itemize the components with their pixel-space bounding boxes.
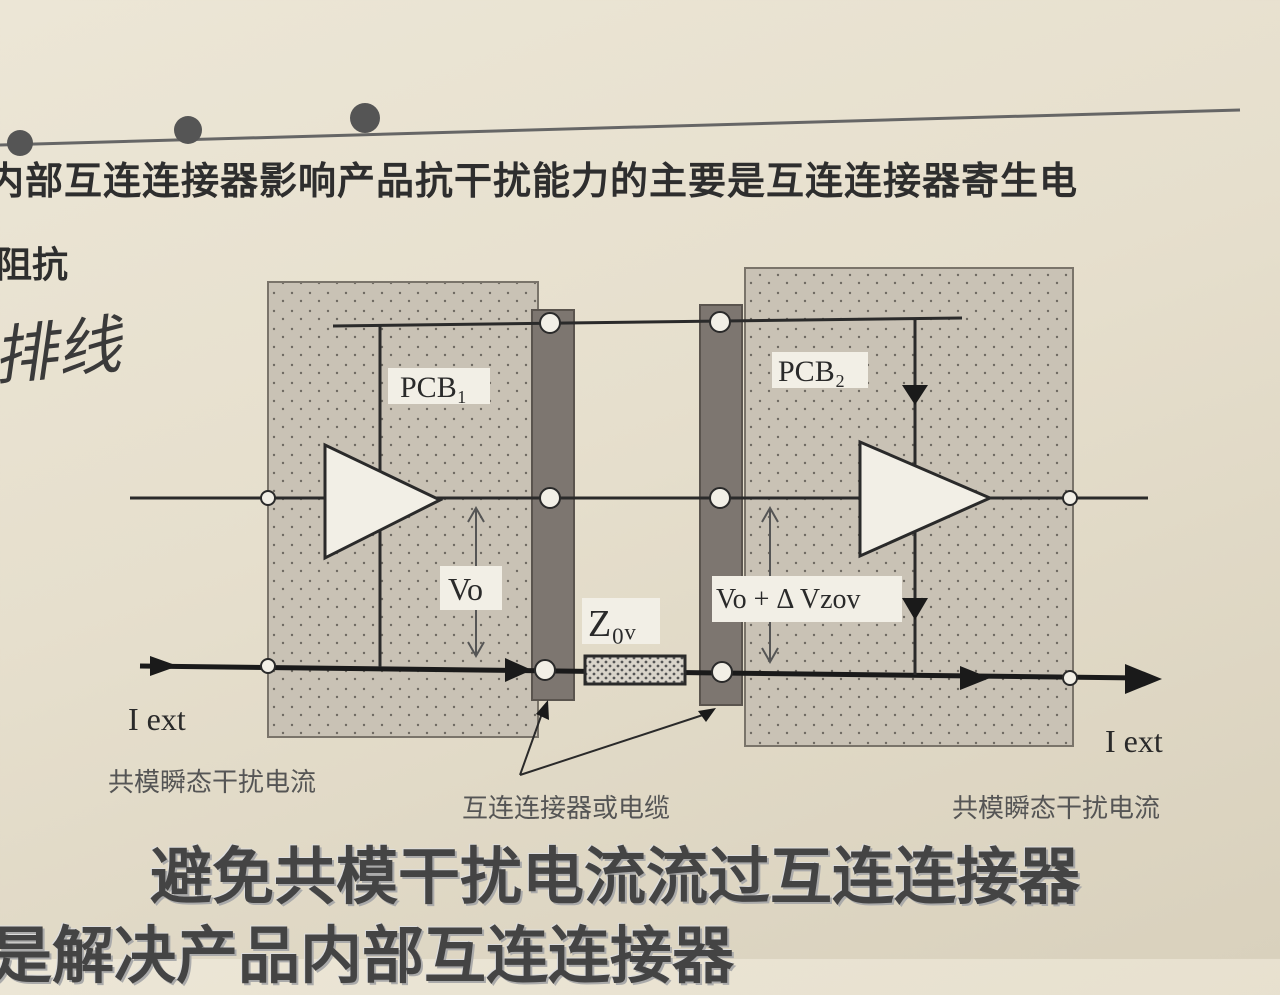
arrow-right-icon	[150, 656, 178, 676]
impedance-block	[583, 654, 687, 686]
node	[260, 658, 276, 674]
node	[1062, 490, 1078, 506]
iext-left-label: I ext	[128, 701, 186, 737]
amplifier-1	[323, 442, 444, 561]
node	[1062, 670, 1078, 686]
right-caption: 共模瞬态干扰电流	[952, 794, 1161, 824]
left-caption: 共模瞬态干扰电流	[108, 768, 317, 798]
node	[711, 661, 733, 683]
footer-line2: 是解决产品内部互连连接器	[0, 919, 735, 992]
iext-right-label: I ext	[1105, 723, 1163, 759]
vo-label: Vo	[448, 571, 483, 607]
body-text-line2: 阻抗	[0, 245, 69, 286]
header-rule	[0, 103, 1241, 156]
impedance-label: Z₀ᵥ	[588, 603, 636, 645]
pcb2-label: PCB₂	[778, 355, 845, 388]
arrow-down-icon	[902, 598, 928, 620]
node	[260, 490, 276, 506]
footer-line1: 避免共模干扰电流流过互连连接器	[150, 840, 1081, 913]
center-caption: 互连连接器或电缆	[462, 794, 671, 824]
node	[539, 487, 561, 509]
arrow-down-icon	[902, 385, 928, 405]
amplifier-2	[858, 439, 994, 559]
node	[539, 312, 561, 334]
circuit-diagram: PCB₁ PCB₂ Vo Vo + Δ Vzov Z₀ᵥ I ext I ext	[128, 267, 1163, 776]
node	[709, 311, 731, 333]
vo-delta-label: Vo + Δ Vzov	[716, 584, 861, 615]
node	[709, 487, 731, 509]
rule-dot	[7, 130, 33, 156]
arrow-right-icon	[505, 658, 532, 682]
connector-left	[531, 309, 575, 701]
node	[534, 659, 556, 681]
arrow-right-icon	[960, 666, 990, 690]
rule-dot	[174, 116, 202, 144]
arrow-right-icon	[1125, 664, 1162, 694]
rule-dot	[350, 103, 380, 133]
pcb1-label: PCB₁	[400, 371, 467, 404]
body-text-line1: 内部互连连接器影响产品抗干扰能力的主要是互连连接器寄生电	[0, 159, 1079, 203]
